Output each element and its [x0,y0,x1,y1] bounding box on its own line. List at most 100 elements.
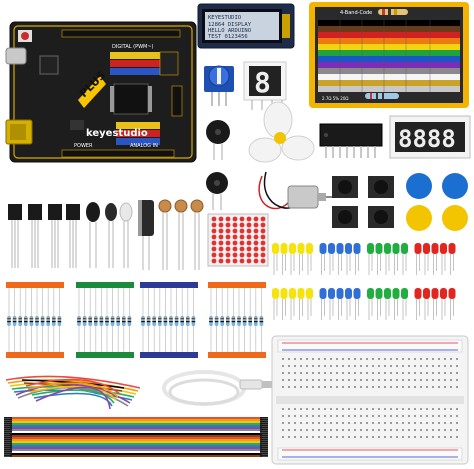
leds-lower-row [272,288,456,320]
led [353,243,361,254]
matrix-dot [225,228,231,234]
shift-register-chip [319,123,383,158]
matrix-dot [239,228,245,234]
matrix-dot [239,234,245,240]
matrix-dot [232,246,238,252]
seven-seg-quad-digits: 8888 [398,125,456,153]
resistor-tape-bottom [6,352,64,358]
ir-receiver [86,202,100,268]
matrix-dot [246,228,252,234]
board-power-label: POWER [74,143,93,149]
matrix-dot [239,216,245,222]
led [319,243,327,254]
led [306,243,313,254]
led [423,288,430,299]
dupont-ribbon-cable [4,417,268,457]
resistor-tape-bottom [76,352,134,358]
resistor-color-card: 4-Band-Code [309,2,469,108]
matrix-dot [260,234,266,240]
matrix-dot [246,216,252,222]
led [328,243,335,254]
resistor-tape-top [6,282,64,288]
jumper-wire [5,375,141,389]
matrix-dot [218,258,224,264]
seven-segment-4-digit: 8888 [389,115,471,159]
led [414,243,422,254]
matrix-dot [225,246,231,252]
oled-line-4: TEST 0123456 [208,34,248,40]
matrix-dot [253,222,259,228]
plus-logo [78,76,106,108]
ir-leds [105,202,133,268]
led [440,288,447,299]
board-brand-label: keyestudio [86,128,148,139]
dc-motor [258,171,334,210]
keyestudio-plus-board: PLUS keyestudio DIGITAL (PWM~) POWER ANA… [5,21,197,163]
matrix-dot [211,216,217,222]
led [384,243,391,254]
matrix-dot [232,216,238,222]
matrix-dot [239,246,245,252]
seven-segment-single: 8 [243,61,287,110]
matrix-dot [218,228,224,234]
led [272,288,279,299]
led [328,288,335,299]
matrix-dot [239,258,245,264]
led [448,288,456,299]
led [401,243,408,254]
led [336,288,344,299]
led [319,288,327,299]
led [414,288,422,299]
matrix-dot [232,222,238,228]
passive-buzzer [206,120,230,160]
jumper-wire [27,382,119,398]
resistor-tape-top [208,282,266,288]
matrix-dot [260,228,266,234]
led [306,288,313,299]
matrix-dot [253,246,259,252]
fan-blade [248,101,315,163]
matrix-dot [232,252,238,258]
matrix-dot [239,252,245,258]
card-title: 4-Band-Code [340,10,372,16]
led [401,288,408,299]
led [367,288,374,299]
matrix-dot [246,246,252,252]
board-digital-label: DIGITAL (PWM~) [112,44,154,50]
matrix-dot [260,222,266,228]
oled-line-2: 12864 DISPLAY [208,22,252,28]
matrix-dot [211,228,217,234]
matrix-dot [211,222,217,228]
matrix-dot [260,216,266,222]
resistor-tape-top [140,282,198,288]
matrix-dot [225,234,231,240]
led [384,288,391,299]
matrix-dot [253,228,259,234]
matrix-dot [211,246,217,252]
matrix-dot [239,240,245,246]
matrix-dot [218,252,224,258]
matrix-dot [246,240,252,246]
led [431,243,439,254]
matrix-dot [253,240,259,246]
jumper-wire [31,389,115,404]
jumper-wire [25,378,121,395]
matrix-dot [260,246,266,252]
oled-line-3: HELLO ARDUINO [208,28,251,34]
matrix-dot [225,216,231,222]
matrix-dot [211,252,217,258]
card-footer: 2.7Ω 5% 20Ω [322,96,348,101]
led [297,288,305,299]
led [392,243,400,254]
photoresistors [158,199,204,270]
usb-cable [162,370,272,406]
matrix-dot [246,234,252,240]
led [375,288,383,299]
led [353,288,361,299]
resistor-tape-bottom [140,352,198,358]
led [345,243,352,254]
board-analog-label: ANALOG IN [130,143,158,149]
button-caps [406,173,468,231]
resistor-strips [6,282,266,358]
